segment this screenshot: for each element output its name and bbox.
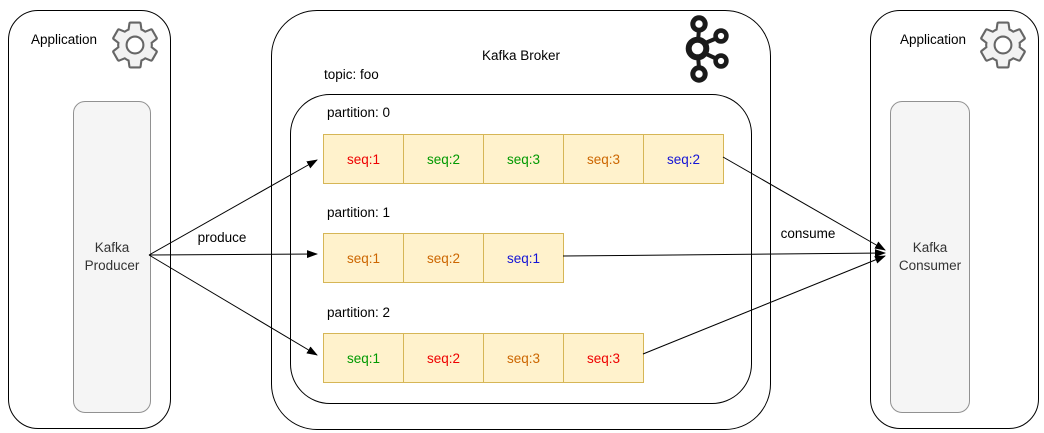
partition-2-cell-2: seq:3 — [483, 333, 564, 383]
partition-1-cell-0: seq:1 — [323, 233, 404, 283]
consumer-application-box: Application Kafka Consumer — [870, 10, 1039, 429]
kafka-logo-icon — [685, 15, 729, 83]
broker-title: Kafka Broker — [481, 48, 561, 63]
partition-1-label: partition: 1 — [327, 205, 391, 220]
kafka-broker-box: Kafka Broker topic: foo partition: 0 seq… — [271, 10, 771, 430]
topic-label: topic: foo — [324, 67, 379, 82]
gear-icon — [112, 21, 158, 69]
partition-1-cell-1: seq:2 — [403, 233, 484, 283]
partition-0-cell-2: seq:3 — [483, 134, 564, 184]
topic-box: partition: 0 seq:1 seq:2 seq:3 seq:3 seq… — [290, 94, 752, 404]
kafka-producer-label: Kafka Producer — [84, 240, 140, 273]
partition-2-cell-1: seq:2 — [403, 333, 484, 383]
consume-edge-label: consume — [780, 226, 836, 241]
kafka-producer-node: Kafka Producer — [73, 101, 151, 413]
kafka-consumer-node: Kafka Consumer — [890, 101, 970, 413]
partition-0-cell-1: seq:2 — [403, 134, 484, 184]
partition-0-label: partition: 0 — [327, 105, 391, 120]
partition-0-cell-3: seq:3 — [563, 134, 644, 184]
partition-0-cell-4: seq:2 — [643, 134, 724, 184]
partition-0-cell-0: seq:1 — [323, 134, 404, 184]
partition-2-label: partition: 2 — [327, 305, 391, 320]
producer-application-label: Application — [31, 32, 98, 47]
produce-edge-label: produce — [197, 230, 247, 245]
partition-0-row: seq:1 seq:2 seq:3 seq:3 seq:2 — [323, 134, 724, 184]
producer-application-box: Application Kafka Producer — [8, 10, 171, 429]
consumer-application-label: Application — [900, 32, 967, 47]
partition-2-row: seq:1 seq:2 seq:3 seq:3 — [323, 333, 644, 383]
gear-icon — [980, 21, 1026, 69]
partition-1-cell-2: seq:1 — [483, 233, 564, 283]
kafka-consumer-label: Kafka Consumer — [898, 240, 962, 273]
partition-2-cell-0: seq:1 — [323, 333, 404, 383]
partition-1-row: seq:1 seq:2 seq:1 — [323, 233, 564, 283]
partition-2-cell-3: seq:3 — [563, 333, 644, 383]
